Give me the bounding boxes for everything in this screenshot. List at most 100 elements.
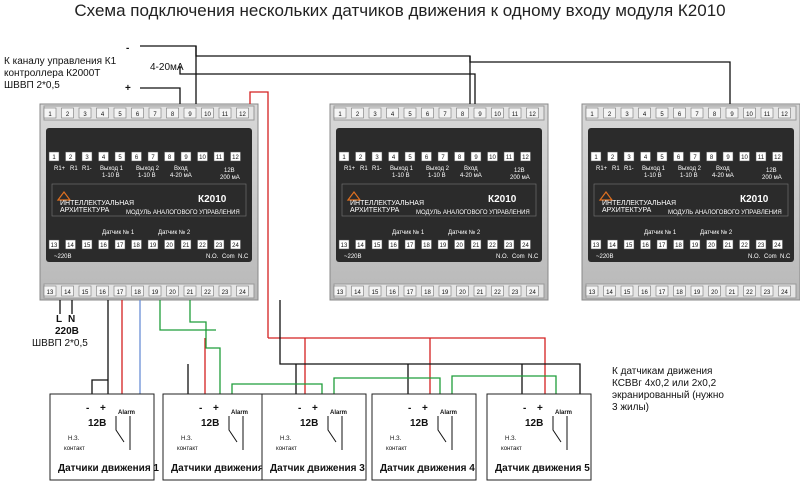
label-output2-range: 1-10 В: [428, 173, 446, 179]
panel-terminal-number: 15: [374, 243, 381, 249]
label-r1plus: R1+: [344, 166, 356, 172]
label-nc: N.C: [780, 254, 791, 260]
top-terminal-number: 2: [356, 112, 360, 118]
label-200ma: 200 мА: [510, 175, 530, 181]
sensor-name: Датчики движения 2: [171, 463, 272, 474]
top-terminal-number: 5: [408, 112, 412, 118]
power-N-label: N: [68, 314, 75, 325]
panel-terminal-number: 21: [473, 243, 480, 249]
alarm-loop-wire-1: [189, 300, 221, 394]
bottom-terminal-number: 20: [169, 290, 176, 296]
panel-terminal-number: 4: [102, 155, 106, 161]
panel-terminal-number: 16: [390, 243, 397, 249]
sensor-alarm-label: Alarm: [555, 410, 572, 416]
module-subtitle: МОДУЛЬ АНАЛОГОВОГО УПРАВЛЕНИЯ: [416, 210, 530, 216]
label-r1: R1: [70, 166, 78, 172]
top-terminal-number: 10: [494, 112, 501, 118]
top-terminal-number: 1: [590, 112, 594, 118]
bottom-terminal-number: 15: [372, 290, 379, 296]
logo-icon: [346, 191, 362, 201]
panel-terminal-number: 11: [506, 155, 513, 161]
label-r1minus: R1-: [82, 166, 92, 172]
control-bus-wire-4: [179, 66, 476, 104]
label-input: Вход: [464, 166, 478, 172]
sensor1-minus-link: [91, 379, 108, 394]
panel-terminal-number: 6: [135, 155, 139, 161]
top-terminal-number: 3: [373, 112, 377, 118]
bottom-terminal-number: 22: [746, 290, 753, 296]
top-terminal-number: 9: [478, 112, 482, 118]
panel-terminal-number: 12: [522, 155, 529, 161]
control-bus-wire-2: [195, 46, 471, 104]
label-sensor2: Датчик № 2: [448, 229, 481, 236]
label-sensor1: Датчик № 1: [392, 229, 425, 236]
logo-line-1: ИНТЕЛЛЕКТУАЛЬНАЯ: [350, 200, 424, 207]
top-terminal-number: 2: [608, 112, 612, 118]
panel-terminal-number: 1: [52, 155, 56, 161]
panel-terminal-number: 7: [693, 155, 697, 161]
panel-terminal-number: 8: [458, 155, 462, 161]
label-output1-range: 1-10 В: [102, 173, 120, 179]
panel-terminal-number: 20: [166, 243, 173, 249]
panel-terminal-number: 24: [522, 243, 529, 249]
panel-terminal-number: 20: [708, 243, 715, 249]
bottom-terminal-number: 24: [239, 290, 246, 296]
bottom-terminal-number: 23: [222, 290, 229, 296]
top-terminal-number: 7: [695, 112, 699, 118]
label-output1-range: 1-10 В: [392, 173, 410, 179]
label-sensor2: Датчик № 2: [158, 229, 191, 236]
label-input: Вход: [174, 166, 188, 172]
nc-switch-icon: [437, 416, 453, 450]
bottom-terminal-number: 18: [424, 290, 431, 296]
sensors-note-1: К датчикам движения: [612, 366, 712, 377]
sensor-minus-label: -: [86, 403, 89, 414]
top-terminal-number: 12: [529, 112, 536, 118]
control-label-3: ШВВП 2*0,5: [4, 80, 60, 91]
bottom-terminal-number: 18: [676, 290, 683, 296]
plus-terminal-label: +: [125, 83, 131, 94]
top-terminal-number: 11: [512, 112, 519, 118]
panel-terminal-number: 24: [774, 243, 781, 249]
bottom-terminal-number: 21: [187, 290, 194, 296]
panel-terminal-number: 5: [408, 155, 412, 161]
label-output2: Выход 2: [678, 166, 702, 172]
panel-terminal-number: 18: [133, 243, 140, 249]
sensors-note-2: КСВВг 4х0,2 или 2х0,2: [612, 378, 717, 389]
sensors-note-4: 3 жилы): [612, 402, 649, 413]
bottom-terminal-number: 19: [152, 290, 159, 296]
sensor-minus-label: -: [408, 403, 411, 414]
panel-terminal-number: 19: [150, 243, 157, 249]
top-terminal-number: 5: [660, 112, 664, 118]
bottom-terminal-number: 13: [47, 290, 54, 296]
panel-terminal-number: 10: [489, 155, 496, 161]
panel-terminal-number: 16: [642, 243, 649, 249]
power-cable-label: ШВВП 2*0,5: [32, 338, 88, 349]
panel-terminal-number: 10: [741, 155, 748, 161]
label-r1: R1: [360, 166, 368, 172]
logo-line-1: ИНТЕЛЛЕКТУАЛЬНАЯ: [60, 200, 134, 207]
label-r1minus: R1-: [624, 166, 634, 172]
sensor-contact-label-2: контакт: [177, 446, 198, 452]
label-sensor1: Датчик № 1: [644, 229, 677, 236]
panel-terminal-number: 21: [183, 243, 190, 249]
top-terminal-number: 9: [188, 112, 192, 118]
bottom-terminal-number: 20: [711, 290, 718, 296]
label-sensor1: Датчик № 1: [102, 229, 135, 236]
module-model: К2010: [488, 194, 517, 205]
sensor-name: Датчик движения 5: [495, 463, 590, 474]
top-terminal-number: 9: [730, 112, 734, 118]
panel-terminal-number: 21: [725, 243, 732, 249]
label-output1: Выход 1: [390, 166, 414, 172]
bottom-terminal-number: 24: [529, 290, 536, 296]
power-voltage-label: 220В: [55, 326, 79, 337]
bottom-terminal-number: 15: [82, 290, 89, 296]
alarm-loop-wire-4: [333, 377, 441, 394]
power-L-label: L: [56, 314, 62, 325]
top-terminal-number: 8: [461, 112, 465, 118]
label-output1: Выход 1: [642, 166, 666, 172]
label-r1plus: R1+: [54, 166, 66, 172]
panel-terminal-number: 1: [342, 155, 346, 161]
logo-icon: [56, 191, 72, 201]
